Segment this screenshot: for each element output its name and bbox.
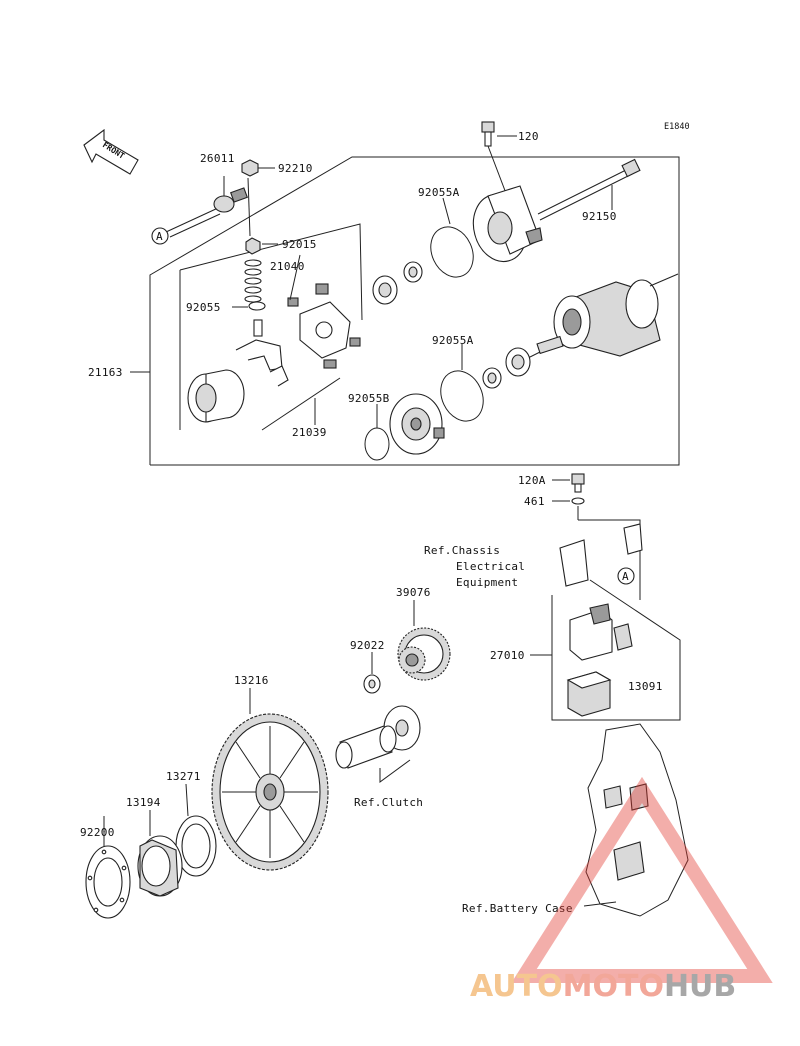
bearing-left <box>372 261 423 305</box>
label-21163: 21163 <box>88 366 123 379</box>
label-92055a-top: 92055A <box>418 186 460 199</box>
nut-92210 <box>241 159 275 237</box>
washer-92022 <box>363 652 381 694</box>
idle-shaft <box>335 705 421 783</box>
gasket-92200 <box>85 816 131 919</box>
gear-39076 <box>397 600 451 681</box>
label-26011: 26011 <box>200 152 235 165</box>
o-ring-92055 <box>232 301 266 311</box>
label-92150: 92150 <box>582 210 617 223</box>
end-cover-left <box>187 369 245 423</box>
label-92200: 92200 <box>80 826 115 839</box>
o-ring-92055b <box>364 404 390 461</box>
armature-shaft <box>527 335 564 359</box>
relay-bracket: A <box>559 519 643 600</box>
washer-stack-92015 <box>244 237 278 303</box>
label-21039: 21039 <box>292 426 327 439</box>
label-27010: 27010 <box>490 649 525 662</box>
ref-mark-a-bottom-label: A <box>622 570 629 583</box>
brush-plate-21039 <box>261 254 361 431</box>
label-120: 120 <box>518 130 539 143</box>
diagram-code: E1840 <box>664 122 690 132</box>
label-21040: 21040 <box>270 260 305 273</box>
ref-mark-a-bottom <box>617 567 635 585</box>
watermark-text: AUTOMOTOHUB <box>470 969 736 1004</box>
brush-bracket <box>235 319 289 387</box>
label-13216: 13216 <box>234 674 269 687</box>
starter-motor-frame <box>130 156 680 466</box>
ref-mark-a-top-label: A <box>156 230 163 243</box>
ref-chassis-line2: Electrical <box>456 560 525 573</box>
label-92022: 92022 <box>350 639 385 652</box>
label-92055b: 92055B <box>348 392 390 405</box>
bolt-120a <box>552 473 585 493</box>
watermark-triangle <box>511 776 773 983</box>
nut-461 <box>552 497 585 520</box>
fuse-13091 <box>566 671 612 717</box>
part-labels: 120 26011 92210 92055A 92150 92015 21040… <box>80 130 663 839</box>
label-13271: 13271 <box>166 770 201 783</box>
label-39076: 39076 <box>396 586 431 599</box>
reference-labels: Ref.Chassis Electrical Equipment Ref.Clu… <box>354 544 573 915</box>
label-13091: 13091 <box>628 680 663 693</box>
ref-mark-a-top <box>151 227 169 245</box>
o-ring-92055a-mid <box>440 344 484 422</box>
plate-13271 <box>175 783 217 877</box>
label-92210: 92210 <box>278 162 313 175</box>
starter-yoke <box>553 273 679 357</box>
through-bolt-92150 <box>537 158 641 221</box>
label-92015: 92015 <box>282 238 317 251</box>
label-461: 461 <box>524 495 545 508</box>
ref-battery-case: Ref.Battery Case <box>462 902 573 915</box>
ref-chassis-line3: Equipment <box>456 576 518 589</box>
label-92055: 92055 <box>186 301 221 314</box>
sprocket-13216 <box>211 688 329 871</box>
rear-cover <box>389 393 445 455</box>
ref-clutch: Ref.Clutch <box>354 796 423 809</box>
front-cover <box>472 185 543 263</box>
front-arrow: FRONT <box>83 128 139 175</box>
brush-lead-26011: A <box>151 176 248 245</box>
label-92055a-mid: 92055A <box>432 334 474 347</box>
bearing-middle <box>482 347 531 389</box>
relay-frame-27010 <box>530 579 681 721</box>
watermark: AUTOMOTOHUB <box>470 776 773 1004</box>
label-13194: 13194 <box>126 796 161 809</box>
o-ring-92055a-top <box>430 197 474 278</box>
battery-case <box>583 723 689 917</box>
ref-chassis-line1: Ref.Chassis <box>424 544 500 557</box>
label-120a: 120A <box>518 474 546 487</box>
clutch-13194 <box>137 810 183 897</box>
